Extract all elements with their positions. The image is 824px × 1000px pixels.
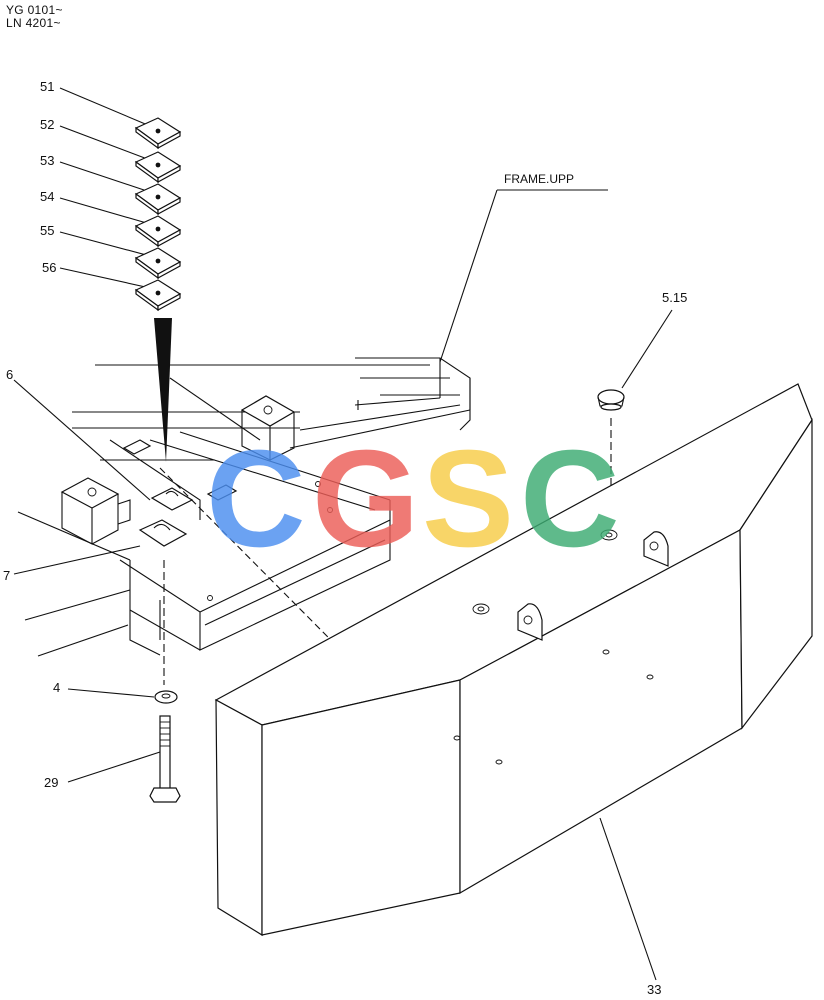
part-label-56: 56 <box>42 260 57 275</box>
shim-plate-51 <box>134 117 182 150</box>
counterweight-33 <box>214 383 813 937</box>
shim-plate-53 <box>134 183 182 216</box>
watermark-letter-1: C <box>206 422 306 576</box>
watermark-letter-2: G <box>312 422 419 576</box>
part-label-29: 29 <box>44 775 59 790</box>
shim-stack <box>134 117 182 312</box>
part-label-515: 5.15 <box>662 290 688 305</box>
upper-frame <box>17 357 471 657</box>
part-label-52: 52 <box>40 117 55 132</box>
assembly-arrow <box>154 318 172 462</box>
part-label-55: 55 <box>40 223 55 238</box>
frame-upp-label: FRAME.UPP <box>504 172 575 186</box>
shim-plate-54 <box>134 215 182 248</box>
watermark-letter-4: C <box>520 422 620 576</box>
part-label-7: 7 <box>3 568 11 583</box>
washer-4 <box>154 690 178 704</box>
part-label-4: 4 <box>53 680 61 695</box>
watermark-letter-3: S <box>422 422 514 576</box>
shim-plate-55 <box>134 247 182 280</box>
plug-515 <box>597 389 625 411</box>
shim-plate-52 <box>134 151 182 184</box>
part-label-33: 33 <box>647 982 662 997</box>
model-serial-line-1: YG 0101~ <box>6 3 63 17</box>
shim-leader-lines <box>59 87 151 289</box>
part-label-54: 54 <box>40 189 55 204</box>
shim-plate-56 <box>134 279 182 312</box>
part-label-51: 51 <box>40 79 55 94</box>
cgsc-watermark: C G S C <box>206 422 620 576</box>
part-label-53: 53 <box>40 153 55 168</box>
bolt-29 <box>149 715 181 803</box>
model-serial-line-2: LN 4201~ <box>6 16 61 30</box>
part-label-6: 6 <box>6 367 14 382</box>
